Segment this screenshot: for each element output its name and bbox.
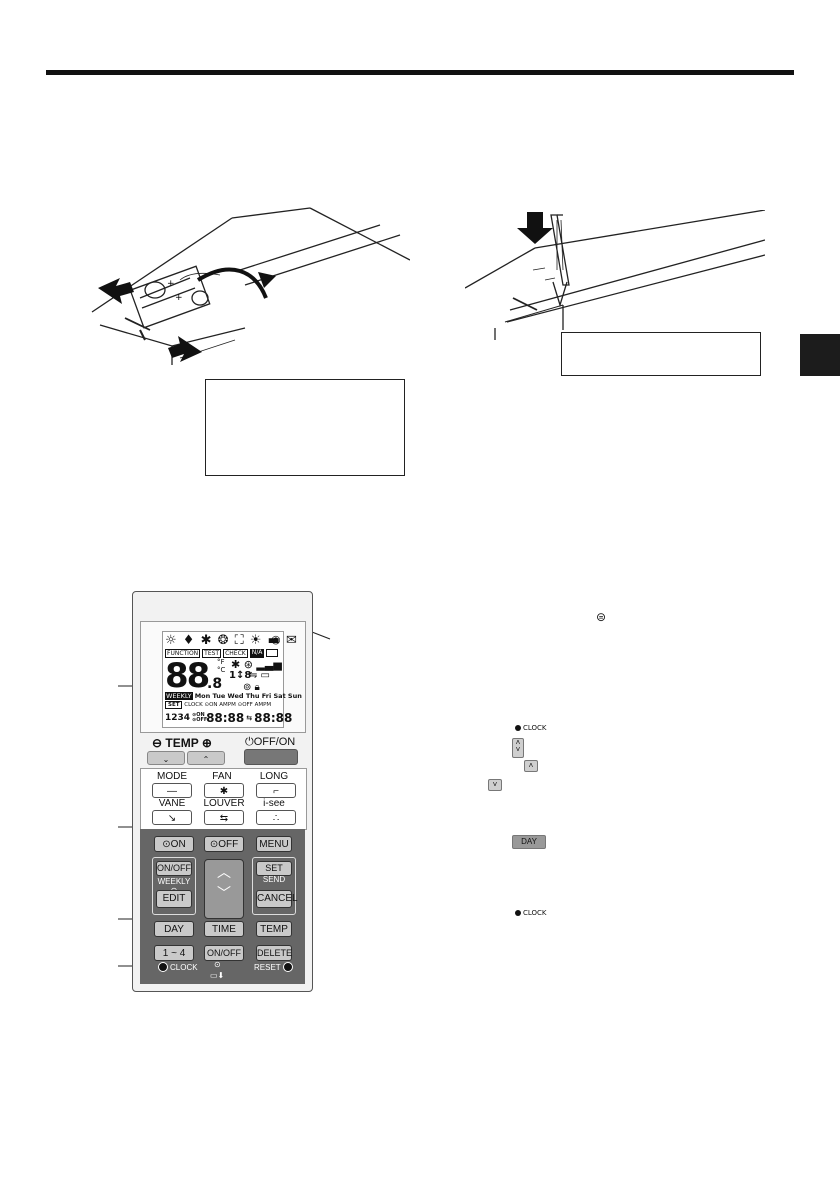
menu-button[interactable]: MENU	[256, 836, 292, 852]
clock-hole-icon[interactable]	[158, 962, 168, 972]
callout-box-reset	[561, 332, 761, 376]
section-tab	[800, 334, 840, 376]
timer-icon: ⊙	[214, 960, 221, 969]
isee-label: i-see	[263, 798, 285, 809]
reset-illustration	[465, 210, 765, 340]
remote-controller: ☼ ♦ ✱ ❂ ⛶ ☀ ▬ ✉ FUNCTION TEST CHECK N/A …	[132, 591, 313, 992]
program-numbers: 1234	[165, 713, 191, 723]
cancel-button[interactable]: CANCEL	[256, 890, 298, 908]
timer-onoff-button[interactable]: ON/OFF	[204, 945, 244, 961]
on-timer-button[interactable]: ⊙ON	[154, 836, 194, 852]
send-label: SEND	[262, 875, 286, 884]
isee-button[interactable]: ∴	[256, 810, 296, 825]
lcd-tags: FUNCTION TEST CHECK N/A	[165, 649, 279, 658]
fan-label: FAN	[212, 771, 232, 782]
svg-text:+: +	[167, 279, 175, 289]
svg-text:+: +	[175, 293, 183, 303]
long-label: LONG	[259, 771, 289, 782]
weekly-group	[152, 857, 196, 915]
temp-button[interactable]: TEMP	[256, 921, 292, 937]
inline-clock-label-2: CLOCK	[523, 909, 547, 917]
inline-down-icon: ˅	[488, 779, 502, 791]
clock-row: SET CLOCK ⊙ON AMPM ⊙OFF AMPM	[165, 701, 272, 709]
temp-label: ⊖ TEMP ⊕	[152, 736, 212, 750]
reset-hole[interactable]: RESET	[254, 962, 293, 972]
delete-button[interactable]: DELETE	[256, 945, 292, 961]
weekly-tag: WEEKLY	[165, 692, 193, 700]
inline-day-button-icon: DAY	[512, 835, 546, 849]
battery-icon	[266, 649, 279, 657]
down-arrow-icon[interactable]: ﹀	[217, 886, 231, 902]
vane-button[interactable]: ↘	[152, 810, 192, 825]
days-of-week: Mon Tue Wed Thu Fri Sat Sun	[194, 692, 302, 700]
tag-test: TEST	[202, 649, 222, 658]
louver-label: LOUVER	[203, 798, 245, 809]
tag-function: FUNCTION	[165, 649, 201, 658]
fan-icon: ✱ ⊛ ▂▃▅	[231, 658, 282, 671]
clock-line: CLOCK ⊙ON AMPM ⊙OFF AMPM	[184, 702, 272, 708]
inline-clock-a: CLOCK	[515, 724, 547, 732]
lock-icon: ⊚ 🔒︎	[243, 682, 260, 693]
battery-cover-icon: ▭⬇	[210, 971, 225, 980]
edit-button[interactable]: EDIT	[156, 890, 192, 908]
clock-dot-icon	[515, 725, 521, 731]
transmit-signal-icon: ⊜	[596, 610, 607, 624]
clock-hole[interactable]: CLOCK	[158, 962, 198, 972]
off-timer-button[interactable]: ⊙OFF	[204, 836, 244, 852]
lcd-display: ☼ ♦ ✱ ❂ ⛶ ☀ ▬ ✉ FUNCTION TEST CHECK N/A …	[162, 631, 302, 728]
mode-icons: ☼ ♦ ✱ ❂ ⛶ ☀ ▬ ✉	[165, 633, 298, 648]
louver-icon: ⇋ ▭	[249, 670, 271, 681]
header-rule	[46, 70, 794, 75]
mode-label: MODE	[157, 771, 187, 782]
time-button[interactable]: TIME	[204, 921, 244, 937]
mode-button[interactable]: —	[152, 783, 192, 798]
long-button[interactable]: ⌐	[256, 783, 296, 798]
up-arrow-icon[interactable]: ︿	[217, 865, 231, 881]
vane-value: 1↕8	[229, 670, 252, 681]
days-row: WEEKLY Mon Tue Wed Thu Fri Sat Sun	[165, 692, 302, 700]
tag-check: CHECK	[223, 649, 248, 658]
day-button[interactable]: DAY	[154, 921, 194, 937]
set-button[interactable]: SET	[256, 861, 292, 876]
temp-units: °F °C	[217, 658, 226, 674]
clock-dot-icon-2	[515, 910, 521, 916]
reset-hole-icon[interactable]	[282, 962, 293, 972]
inline-clock-label: CLOCK	[523, 724, 547, 732]
timer-panel: ⊙ON ⊙OFF MENU ON/OFF WEEKLY ⊙ EDIT ︿ ﹀ S…	[140, 829, 305, 984]
program-button[interactable]: 1 ~ 4	[154, 945, 194, 961]
temp-digits: 88	[165, 656, 210, 696]
callout-box-battery	[205, 379, 405, 476]
inline-up-icon: ˄	[524, 760, 538, 772]
set-group	[252, 857, 296, 915]
tag-na: N/A	[249, 649, 265, 658]
offon-button[interactable]	[244, 749, 298, 765]
inline-clock-b: CLOCK	[515, 909, 547, 917]
set-tag: SET	[165, 701, 183, 709]
vane-label: VANE	[158, 798, 186, 809]
fan-button[interactable]: ✱	[204, 783, 244, 798]
temp-down-button[interactable]: ⌄	[147, 751, 185, 765]
decimal-digit: .8	[207, 676, 223, 692]
on-off-labels: ⊙ON ⊙OFF	[192, 712, 208, 723]
signal-icon: ◉	[271, 633, 281, 646]
on-time: 88:88	[206, 711, 245, 725]
temp-up-button[interactable]: ⌃	[187, 751, 225, 765]
time-row: 1234 ⊙ON ⊙OFF 88:88 ⇆ 88:88	[165, 711, 293, 725]
up-down-button[interactable]: ︿ ﹀	[204, 859, 244, 919]
weekly-onoff-button[interactable]: ON/OFF	[156, 861, 192, 876]
off-time: 88:88	[254, 711, 293, 725]
clock-label: CLOCK	[170, 962, 198, 972]
battery-illustration: + +	[91, 207, 410, 365]
reset-label: RESET	[254, 962, 281, 972]
offon-label: ⏻OFF/ON	[245, 736, 296, 748]
inline-updown-icon: ˄˅	[512, 738, 524, 758]
louver-button[interactable]: ⇆	[204, 810, 244, 825]
